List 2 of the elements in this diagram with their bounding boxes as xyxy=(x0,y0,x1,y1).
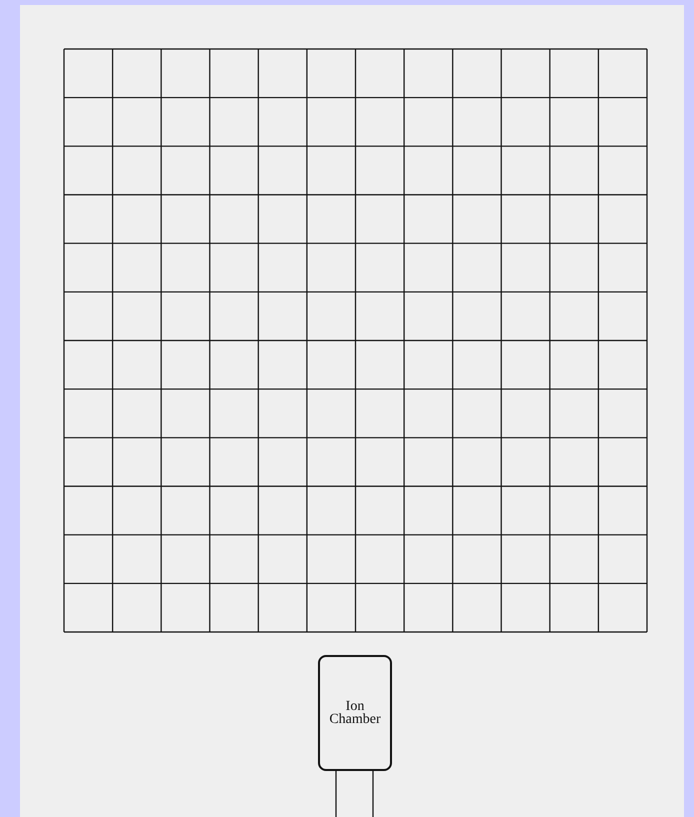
node-label: Ion Chamber xyxy=(328,700,382,726)
ion-chamber-box xyxy=(318,655,392,771)
